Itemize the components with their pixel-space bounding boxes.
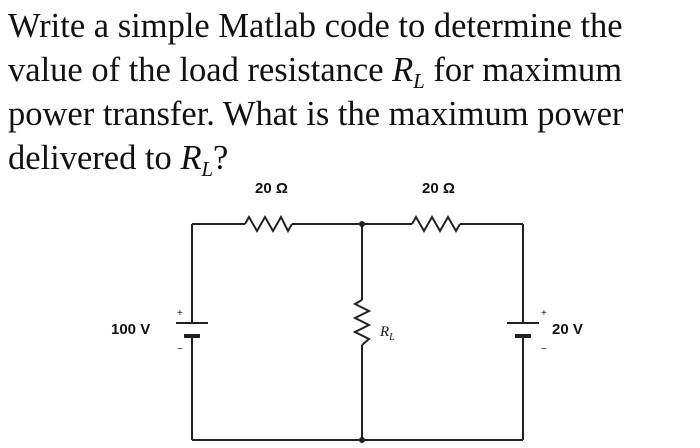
resistor-r1 <box>244 214 293 234</box>
junction-bottom <box>359 437 365 443</box>
question-line-2-post: for maximum <box>424 51 623 89</box>
voltage-source-100v <box>176 322 208 338</box>
rl-label-sub: L <box>388 332 395 343</box>
rl-label: RL <box>379 324 395 343</box>
v1-minus-sign: − <box>177 344 183 355</box>
v1-label: 100 V <box>111 321 150 338</box>
rl-symbol-sub: L <box>413 71 425 93</box>
v2-minus-sign: − <box>541 344 547 355</box>
question-line-3: power transfer. What is the maximum powe… <box>8 95 624 133</box>
rl-symbol-2-sub: L <box>201 159 214 181</box>
v2-label: 20 V <box>552 321 583 338</box>
question-line-4: delivered to RL? <box>8 136 696 180</box>
question-line-2: value of the load resistance RL for maxi… <box>8 48 696 92</box>
voltage-source-20v <box>507 322 539 338</box>
rl-label-var: R <box>379 324 389 340</box>
r2-label: 20 Ω <box>422 180 455 197</box>
rl-symbol-var: R <box>392 51 414 89</box>
rl-symbol-2-var: R <box>180 139 202 177</box>
r1-label: 20 Ω <box>255 180 288 197</box>
question-line-4-post: ? <box>213 139 229 177</box>
resistor-r2 <box>411 214 461 234</box>
rl-symbol: RL <box>392 51 425 92</box>
junction-top <box>359 221 365 227</box>
question-line-2-pre: value of the load resistance <box>8 51 393 89</box>
question-line-1: Write a simple Matlab code to determine … <box>8 7 623 45</box>
question-line-4-pre: delivered to <box>8 139 181 177</box>
resistor-rl <box>352 299 372 346</box>
rl-symbol-2: RL <box>180 139 213 180</box>
v2-plus-sign: + <box>541 308 547 319</box>
question-text: Write a simple Matlab code to determine … <box>8 4 696 180</box>
v1-plus-sign: + <box>177 308 183 319</box>
